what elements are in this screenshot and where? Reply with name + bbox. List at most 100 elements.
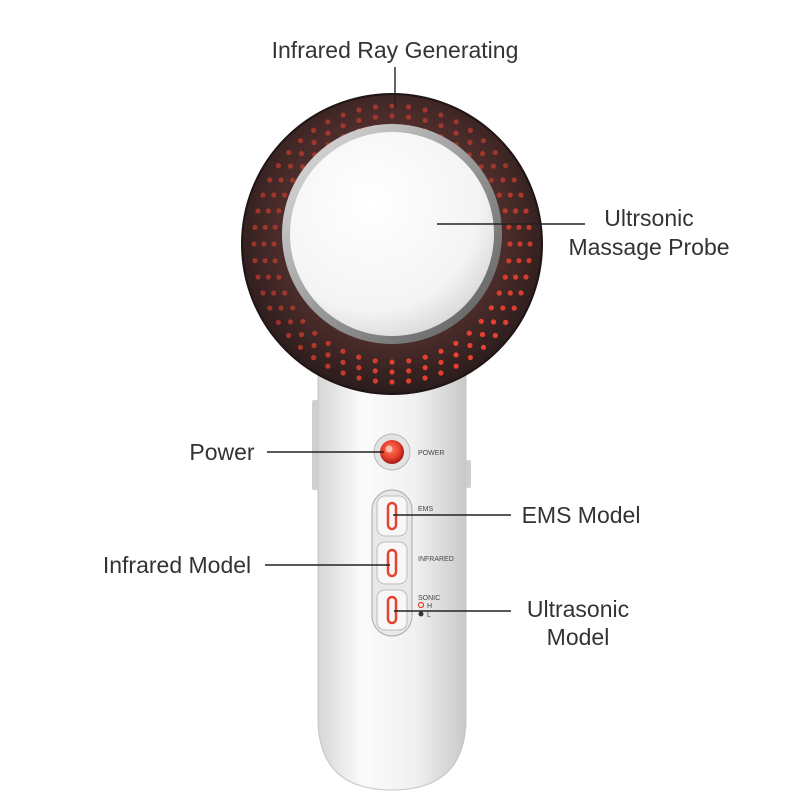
- infrared-led-dot: [272, 224, 278, 230]
- label-ultrasonic-line2: Model: [547, 624, 610, 650]
- power-button[interactable]: [373, 433, 411, 471]
- infrared-led-dot: [406, 368, 412, 374]
- infrared-led-ring: [251, 103, 533, 385]
- ultrasonic-probe-plate: [290, 132, 494, 336]
- label-ultrasonic-line1: Ultrasonic: [527, 596, 629, 622]
- infrared-led-dot: [422, 354, 428, 360]
- infrared-led-dot: [300, 318, 306, 324]
- infrared-led-dot: [422, 107, 428, 113]
- infrared-led-dot: [490, 163, 497, 169]
- sonic-device-label: SONIC: [418, 595, 440, 602]
- infrared-led-dot: [488, 177, 494, 183]
- infrared-led-dot: [480, 344, 487, 350]
- infrared-led-dot: [453, 363, 459, 369]
- infrared-led-dot: [406, 378, 412, 384]
- infrared-led-dot: [422, 375, 428, 381]
- ems-button[interactable]: [386, 501, 398, 531]
- infrared-led-dot: [406, 114, 412, 120]
- infrared-led-dot: [261, 241, 267, 247]
- infrared-led-dot: [372, 358, 378, 364]
- label-infrared-model: Infrared Model: [103, 552, 251, 578]
- infrared-led-dot: [389, 103, 395, 109]
- infrared-led-dot: [251, 241, 257, 247]
- infrared-led-dot: [518, 290, 524, 296]
- infrared-led-dot: [298, 331, 305, 338]
- label-infrared-ray: Infrared Ray Generating: [272, 37, 519, 63]
- infrared-led-dot: [255, 274, 261, 280]
- infrared-led-dot: [267, 177, 273, 183]
- infrared-led-dot: [325, 340, 331, 346]
- infrared-led-dot: [467, 342, 473, 349]
- infrared-led-dot: [262, 258, 268, 264]
- infrared-led-dot: [286, 332, 292, 339]
- infrared-led-dot: [438, 348, 444, 354]
- label-probe-line1: Ultrsonic: [604, 205, 693, 231]
- infrared-led-dot: [389, 113, 395, 119]
- infrared-led-dot: [340, 348, 346, 354]
- infrared-led-dot: [516, 224, 522, 230]
- infrared-led-dot: [389, 369, 395, 375]
- infrared-led-dot: [511, 177, 517, 183]
- infrared-led-dot: [488, 305, 494, 311]
- infrared-led-dot: [507, 192, 513, 198]
- infrared-button[interactable]: [386, 548, 398, 578]
- infrared-led-dot: [502, 208, 508, 214]
- infrared-led-dot: [467, 355, 473, 361]
- infrared-led-dot: [422, 365, 428, 371]
- infrared-led-dot: [252, 224, 258, 230]
- infrared-led-dot: [297, 138, 304, 144]
- infrared-led-dot: [340, 123, 346, 129]
- side-grip-right: [466, 460, 471, 488]
- infrared-led-dot: [312, 330, 318, 336]
- infrared-led-dot: [406, 104, 412, 110]
- infrared-led-dot: [282, 290, 288, 296]
- infrared-led-dot: [526, 224, 532, 230]
- infrared-led-dot: [389, 379, 395, 385]
- infrared-led-dot: [517, 241, 523, 247]
- infrared-led-dot: [325, 119, 331, 125]
- infrared-led-dot: [372, 368, 378, 374]
- infrared-led-dot: [260, 290, 266, 296]
- ems-device-label: EMS: [418, 506, 434, 513]
- infrared-led-dot: [372, 114, 378, 120]
- infrared-led-dot: [340, 370, 346, 376]
- infrared-led-dot: [503, 319, 509, 325]
- infrared-led-dot: [422, 117, 428, 123]
- infrared-led-dot: [479, 150, 486, 157]
- infrared-led-dot: [282, 192, 288, 198]
- infrared-led-dot: [325, 363, 331, 369]
- infrared-led-dot: [496, 192, 502, 198]
- infrared-led-dot: [479, 331, 486, 338]
- infrared-led-dot: [340, 359, 346, 365]
- infrared-led-dot: [503, 163, 509, 169]
- infrared-led-dot: [311, 355, 317, 361]
- sonic-low-label: L: [427, 612, 431, 619]
- infrared-led-dot: [325, 130, 331, 136]
- infrared-led-dot: [252, 258, 258, 264]
- infrared-led-dot: [453, 130, 459, 136]
- infrared-led-dot: [272, 258, 278, 264]
- power-device-label: POWER: [418, 450, 444, 457]
- sonic-high-indicator: [417, 601, 425, 609]
- infrared-led-dot: [389, 359, 395, 365]
- infrared-led-dot: [438, 123, 444, 129]
- infrared-led-dot: [506, 224, 512, 230]
- infrared-led-dot: [325, 352, 331, 358]
- infrared-led-dot: [340, 112, 346, 118]
- infrared-led-dot: [438, 370, 444, 376]
- infrared-led-dot: [275, 163, 281, 169]
- infrared-device-label: INFRARED: [418, 556, 454, 563]
- infrared-led-dot: [276, 208, 282, 214]
- infrared-led-dot: [478, 318, 484, 324]
- sonic-button[interactable]: [386, 595, 398, 625]
- infrared-led-dot: [467, 139, 473, 146]
- infrared-led-dot: [438, 359, 444, 365]
- infrared-led-dot: [287, 163, 294, 169]
- infrared-led-dot: [492, 332, 498, 339]
- infrared-led-dot: [507, 241, 513, 247]
- infrared-led-dot: [516, 258, 522, 264]
- infrared-led-dot: [356, 365, 362, 371]
- side-grip-left: [312, 400, 318, 490]
- infrared-led-dot: [467, 127, 473, 133]
- infrared-led-dot: [502, 274, 508, 280]
